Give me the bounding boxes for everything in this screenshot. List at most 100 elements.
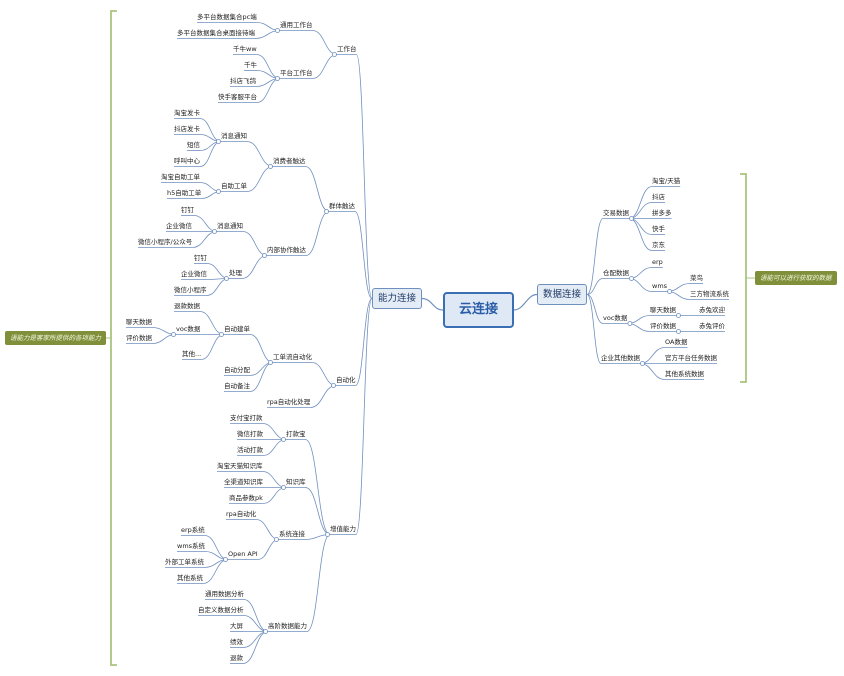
node-internal-notify[interactable]: 消息通知	[217, 222, 243, 230]
leaf-consumer-notify-3[interactable]: 短信	[187, 141, 200, 149]
leaf-analysis-2[interactable]: 自定义数据分析	[198, 606, 244, 614]
node-rpa-processing[interactable]: rpa自动化处理	[267, 398, 311, 406]
leaf-internal-notify-2[interactable]: 企业微信	[166, 222, 192, 230]
edge-node-platform-workbench	[312, 54, 338, 79]
leaf-platform-1[interactable]: 千牛ww	[233, 45, 257, 53]
leaf-general-1[interactable]: 多平台数据集合pc端	[197, 13, 257, 21]
collapse-dot-knowledge	[281, 485, 286, 490]
node-knowledge-base[interactable]: 知识库	[286, 478, 306, 486]
leaf-analysis-5[interactable]: 退款	[230, 654, 243, 662]
leaf-chitu-welcome[interactable]: 赤兔欢迎	[699, 306, 725, 314]
root-node-cloud-connect[interactable]: 云连接	[443, 292, 515, 328]
leaf-platform-2[interactable]: 千牛	[244, 61, 257, 69]
leaf-auto-assign[interactable]: 自动分配	[224, 366, 250, 374]
node-consumer-ticket[interactable]: 自助工单	[221, 182, 247, 190]
leaf-oa-data[interactable]: OA数据	[665, 338, 688, 346]
leaf-consumer-notify-4[interactable]: 呼叫中心	[174, 157, 200, 165]
node-wms[interactable]: wms	[652, 282, 668, 290]
leaf-trade-2[interactable]: 抖店	[652, 193, 665, 201]
node-voc-data-left[interactable]: voc数据	[176, 325, 201, 333]
leaf-platform-4[interactable]: 快手客服平台	[218, 93, 257, 101]
leaf-others[interactable]: 其他...	[182, 350, 202, 358]
leaf-knowledge-2[interactable]: 全渠道知识库	[224, 478, 263, 486]
collapse-dot-consumer	[268, 164, 273, 169]
node-system-connect[interactable]: 系统连接	[279, 530, 305, 538]
leaf-api-wms[interactable]: wms系统	[177, 542, 206, 550]
node-chat-data-right[interactable]: 聊天数据	[650, 306, 676, 314]
node-workbench[interactable]: 工作台	[337, 45, 357, 53]
leaf-platform-3[interactable]: 抖店飞鸽	[230, 77, 256, 85]
leaf-official-task-data[interactable]: 官方平台任务数据	[665, 354, 717, 362]
leaf-trade-3[interactable]: 拼多多	[652, 209, 672, 217]
leaf-general-2[interactable]: 多平台数据集合桌面接待端	[177, 29, 255, 37]
leaf-third-logistics[interactable]: 三方物流系统	[690, 290, 729, 298]
node-general-workbench[interactable]: 通用工作台	[280, 21, 313, 29]
edge-node-workbench	[356, 54, 373, 299]
node-internal-reach[interactable]: 内部协作触达	[267, 246, 306, 254]
leaf-internal-notify-3[interactable]: 微信小程序/公众号	[138, 238, 193, 246]
branch-ability-connect[interactable]: 能力连接	[372, 288, 423, 309]
branch-data-connect[interactable]: 数据连接	[537, 284, 588, 305]
node-automation[interactable]: 自动化	[336, 376, 356, 384]
leaf-consumer-ticket-2[interactable]: h5自助工单	[167, 189, 202, 197]
node-workflow-automation[interactable]: 工单流自动化	[273, 353, 312, 361]
leaf-rpa-automation[interactable]: rpa自动化	[226, 510, 257, 518]
node-trade-data[interactable]: 交易数据	[603, 209, 629, 217]
edge-node-warehouse-data	[586, 278, 604, 295]
collapse-dot-warehouse	[629, 276, 634, 281]
node-payout[interactable]: 打款宝	[286, 430, 306, 438]
node-consumer-notify[interactable]: 消息通知	[221, 132, 247, 140]
leaf-consumer-notify-1[interactable]: 淘宝发卡	[174, 109, 200, 117]
node-auto-create[interactable]: 自动建单	[224, 325, 250, 333]
leaf-trade-5[interactable]: 京东	[652, 241, 665, 249]
node-community-reach[interactable]: 群体触达	[329, 202, 355, 210]
leaf-auto-note[interactable]: 自动备注	[224, 382, 250, 390]
leaf-internal-notify-1[interactable]: 钉钉	[181, 206, 194, 214]
edge-leaf-trade-2	[628, 202, 653, 219]
node-review-data-right[interactable]: 评价数据	[650, 322, 676, 330]
collapse-dot-workflow	[268, 360, 273, 365]
node-advanced-data[interactable]: 高阶数据能力	[268, 622, 307, 630]
node-consumer-reach[interactable]: 消费者触达	[273, 157, 306, 165]
leaf-payout-1[interactable]: 支付宝打款	[230, 414, 263, 422]
leaf-chitu-review[interactable]: 赤兔评价	[699, 322, 725, 330]
edge-leaf-internal-notify-1	[193, 215, 218, 232]
leaf-review-data-left[interactable]: 评价数据	[126, 334, 152, 342]
callout-right-note[interactable]: 语能可以进行获取的数据	[755, 271, 837, 285]
node-warehouse-data[interactable]: 仓配数据	[603, 269, 629, 277]
leaf-erp[interactable]: erp	[652, 258, 663, 266]
edge-leaf-other-system-data	[639, 363, 666, 380]
collapse-dot-general	[275, 28, 280, 33]
leaf-other-system-data[interactable]: 其他系统数据	[665, 370, 704, 378]
leaf-internal-process-3[interactable]: 微信小程序	[174, 286, 207, 294]
leaf-payout-2[interactable]: 微信打款	[237, 430, 263, 438]
node-open-api[interactable]: Open API	[228, 550, 258, 558]
node-value-added[interactable]: 增值能力	[330, 525, 356, 533]
leaf-payout-3[interactable]: 活动打款	[237, 446, 263, 454]
node-platform-workbench[interactable]: 平台工作台	[280, 69, 313, 77]
leaf-knowledge-3[interactable]: 商品参数pk	[229, 494, 263, 502]
leaf-consumer-ticket-1[interactable]: 淘宝自助工单	[161, 173, 200, 181]
leaf-internal-process-2[interactable]: 企业微信	[181, 270, 207, 278]
leaf-api-other[interactable]: 其他系统	[177, 574, 203, 582]
leaf-api-ticket[interactable]: 外部工单系统	[165, 558, 204, 566]
leaf-cainiao[interactable]: 菜鸟	[690, 274, 703, 282]
leaf-analysis-4[interactable]: 绩效	[230, 638, 243, 646]
leaf-api-erp[interactable]: erp系统	[181, 526, 205, 534]
node-enterprise-data[interactable]: 企业其他数据	[601, 354, 640, 362]
leaf-analysis-1[interactable]: 通用数据分析	[205, 590, 244, 598]
edge-node-enterprise-data	[586, 294, 602, 364]
leaf-internal-process-1[interactable]: 钉钉	[194, 254, 207, 262]
node-voc-data-right[interactable]: voc数据	[603, 314, 628, 322]
leaf-consumer-notify-2[interactable]: 抖店发卡	[174, 125, 200, 133]
leaf-trade-1[interactable]: 淘宝/天猫	[652, 177, 681, 185]
leaf-knowledge-1[interactable]: 淘宝天猫知识库	[217, 462, 263, 470]
leaf-analysis-3[interactable]: 大屏	[230, 622, 243, 630]
leaf-trade-4[interactable]: 快手	[652, 225, 665, 233]
edge-node-consumer-ticket	[246, 166, 274, 192]
leaf-chat-data-left[interactable]: 聊天数据	[126, 318, 152, 326]
callout-left-note[interactable]: 语能力是客家所提供的各项能力	[5, 331, 106, 345]
collapse-dot-consumer-ticket	[216, 189, 221, 194]
node-internal-process[interactable]: 处理	[229, 269, 242, 277]
leaf-refund-data[interactable]: 退款数据	[174, 302, 200, 310]
